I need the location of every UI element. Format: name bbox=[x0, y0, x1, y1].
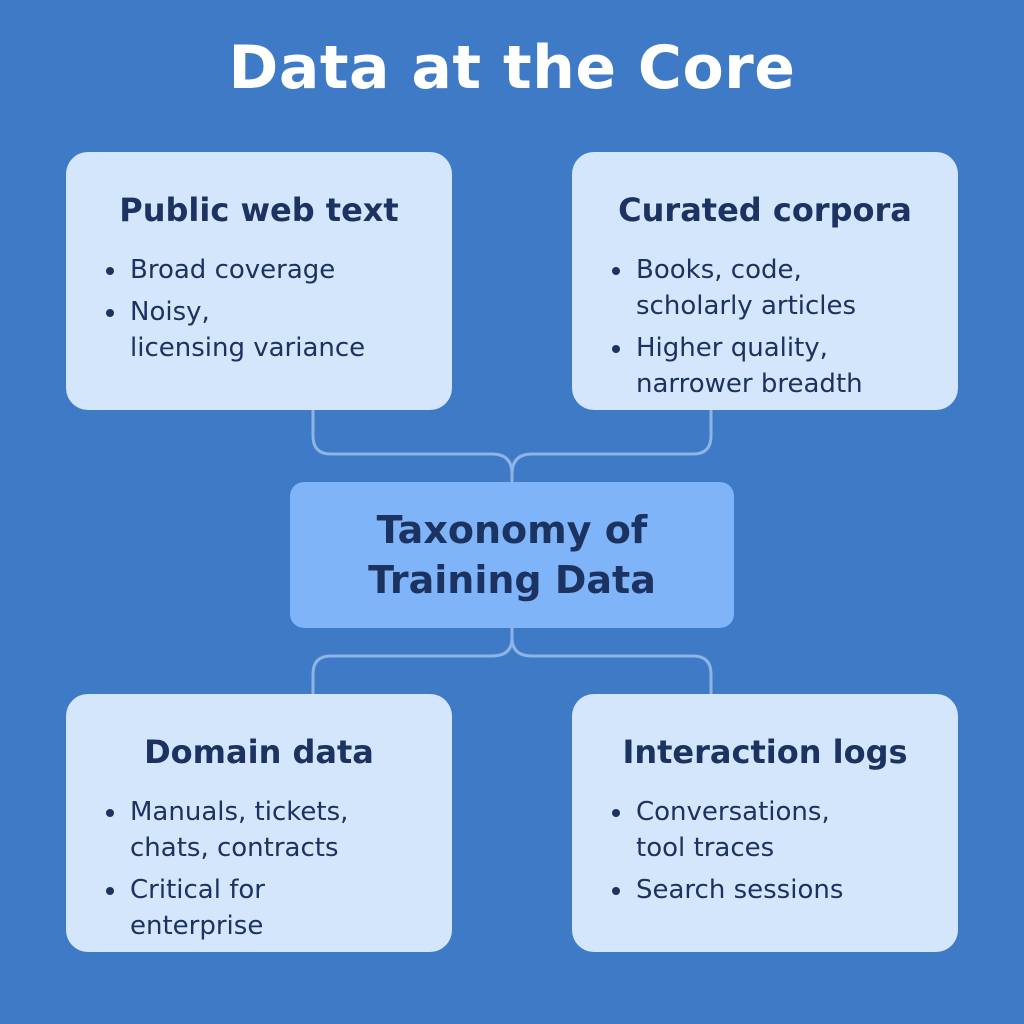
center-node: Taxonomy of Training Data bbox=[290, 482, 734, 628]
bullet-dot-icon bbox=[106, 887, 114, 895]
bullet-list: Conversations, tool traces Search sessio… bbox=[610, 794, 938, 914]
connector-interaction bbox=[510, 636, 713, 696]
bullet-text: Conversations, tool traces bbox=[636, 797, 830, 863]
bullet-item: Search sessions bbox=[610, 872, 938, 908]
card-title: Curated corpora bbox=[618, 191, 912, 229]
bullet-item: Critical for enterprise bbox=[104, 872, 432, 944]
bullet-item: Noisy, licensing variance bbox=[104, 294, 432, 366]
bullet-item: Conversations, tool traces bbox=[610, 794, 938, 866]
bullet-text: Search sessions bbox=[636, 875, 844, 905]
bullet-list: Books, code, scholarly articles Higher q… bbox=[610, 252, 938, 408]
bullet-list: Manuals, tickets, chats, contracts Criti… bbox=[104, 794, 432, 950]
connector-public-web bbox=[311, 408, 514, 484]
bullet-item: Broad coverage bbox=[104, 252, 432, 288]
bullet-dot-icon bbox=[612, 887, 620, 895]
bullet-list: Broad coverage Noisy, licensing variance bbox=[104, 252, 432, 372]
bullet-dot-icon bbox=[612, 267, 620, 275]
bullet-dot-icon bbox=[612, 345, 620, 353]
bullet-dot-icon bbox=[106, 267, 114, 275]
bullet-dot-icon bbox=[106, 809, 114, 817]
bullet-text: Broad coverage bbox=[130, 255, 336, 285]
bullet-dot-icon bbox=[612, 809, 620, 817]
diagram-title: Data at the Core bbox=[228, 33, 796, 103]
connector-domain bbox=[311, 626, 514, 696]
card-domain-data: Domain data Manuals, tickets, chats, con… bbox=[66, 694, 452, 952]
bullet-text: Critical for enterprise bbox=[130, 875, 265, 941]
card-public-web-text: Public web text Broad coverage Noisy, li… bbox=[66, 152, 452, 410]
card-title: Public web text bbox=[119, 191, 399, 229]
bullet-item: Manuals, tickets, chats, contracts bbox=[104, 794, 432, 866]
card-title: Domain data bbox=[144, 733, 374, 771]
bullet-text: Manuals, tickets, chats, contracts bbox=[130, 797, 349, 863]
connector-curated bbox=[510, 408, 713, 476]
card-title: Interaction logs bbox=[622, 733, 908, 771]
bullet-item: Books, code, scholarly articles bbox=[610, 252, 938, 324]
bullet-text: Noisy, licensing variance bbox=[130, 297, 366, 363]
bullet-text: Higher quality, narrower breadth bbox=[636, 333, 863, 399]
card-curated-corpora: Curated corpora Books, code, scholarly a… bbox=[572, 152, 958, 410]
bullet-dot-icon bbox=[106, 309, 114, 317]
center-node-label: Taxonomy of Training Data bbox=[368, 508, 656, 602]
bullet-text: Books, code, scholarly articles bbox=[636, 255, 857, 321]
card-interaction-logs: Interaction logs Conversations, tool tra… bbox=[572, 694, 958, 952]
bullet-item: Higher quality, narrower breadth bbox=[610, 330, 938, 402]
